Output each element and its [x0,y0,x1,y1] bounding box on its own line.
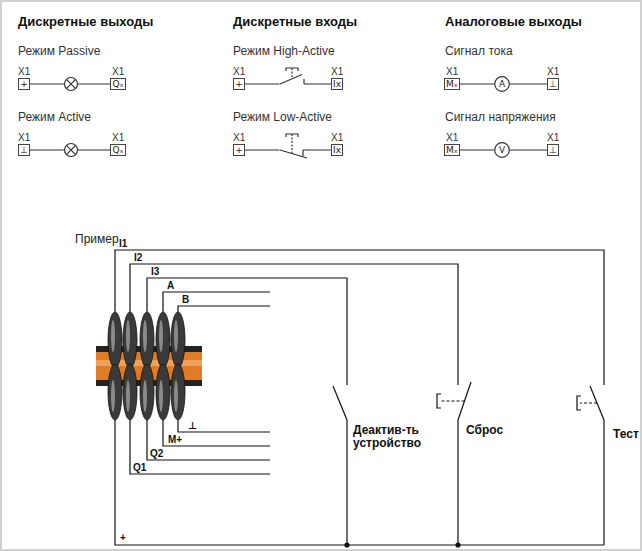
terminal-name: Qₓ [112,79,123,89]
text-label: B [182,294,189,305]
text-label: Сброс [466,424,503,437]
terminal-box: Mₓ [444,78,460,90]
text-label: Тест [613,428,639,441]
terminal-box: + [18,78,30,90]
terminal-box: Qₓ [110,144,125,156]
meter-symbol: A [494,76,510,92]
terminal-box: + [233,144,245,156]
text-label: Режим Active [18,110,91,124]
pushbutton-no-symbol [280,68,309,88]
lamp-symbol [65,144,78,157]
terminal-name: + [235,145,243,155]
terminal-name: Ix [333,145,341,155]
text-label: Аналоговые выходы [445,14,582,29]
text-label: A [167,280,174,291]
text-label: Дискретные входы [233,14,357,29]
terminal-name: ⊥ [549,145,557,155]
terminal-name: + [20,79,28,89]
text-label: X1 [446,66,458,77]
text-label: Q2 [150,448,163,459]
terminal-box: ⊥ [18,144,30,156]
meter-symbol: V [494,142,510,158]
terminal-name: ⊥ [20,145,28,155]
pushbutton-nc-symbol [280,134,309,158]
terminal-name: A [499,79,505,89]
text-label: X1 [331,132,343,143]
text-label: Сигнал напряжения [445,110,556,124]
terminal-name: Mₓ [446,79,458,89]
text-label: Q1 [133,462,146,473]
terminal-box: + [233,78,245,90]
text-label: Режим High-Active [233,44,335,58]
terminal-name: Mₓ [446,145,458,155]
terminal-name: + [235,79,243,89]
text-label: X1 [233,132,245,143]
text-label: I3 [151,266,159,277]
example-wiring [115,250,604,545]
terminal-name: Qₓ [112,145,123,155]
text-label: X1 [547,132,559,143]
text-label: X1 [233,66,245,77]
text-label: I2 [134,252,142,263]
text-label: Деактив-ть устройство [353,424,435,450]
text-label: X1 [446,132,458,143]
junction-dot [344,542,460,547]
wire [510,149,547,150]
text-label: X1 [112,66,124,77]
terminal-box: Ix [331,144,343,156]
text-label: Дискретные выходы [18,14,153,29]
text-label: Режим Low-Active [233,110,332,124]
text-label: ⊥ [188,420,197,431]
wire [460,83,494,84]
terminal-box: ⊥ [547,144,559,156]
terminal-name: ⊥ [549,79,557,89]
plug-connector [96,312,202,420]
text-label: M+ [168,434,182,445]
text-label: Сигнал тока [445,44,513,58]
text-label: X1 [547,66,559,77]
text-label: I1 [119,238,127,249]
terminal-box: ⊥ [547,78,559,90]
lamp-symbol [65,78,78,91]
terminal-box: Mₓ [444,144,460,156]
wire [510,83,547,84]
terminal-box: Ix [331,78,343,90]
text-label: X1 [18,66,30,77]
text-label: Пример [75,232,119,246]
terminal-name: V [499,145,505,155]
text-label: X1 [112,132,124,143]
wire [460,149,494,150]
text-label: X1 [18,132,30,143]
text-label: + [120,532,126,543]
text-label: X1 [331,66,343,77]
terminal-name: Ix [333,79,341,89]
terminal-box: Qₓ [110,78,125,90]
text-label: Режим Passive [18,44,100,58]
